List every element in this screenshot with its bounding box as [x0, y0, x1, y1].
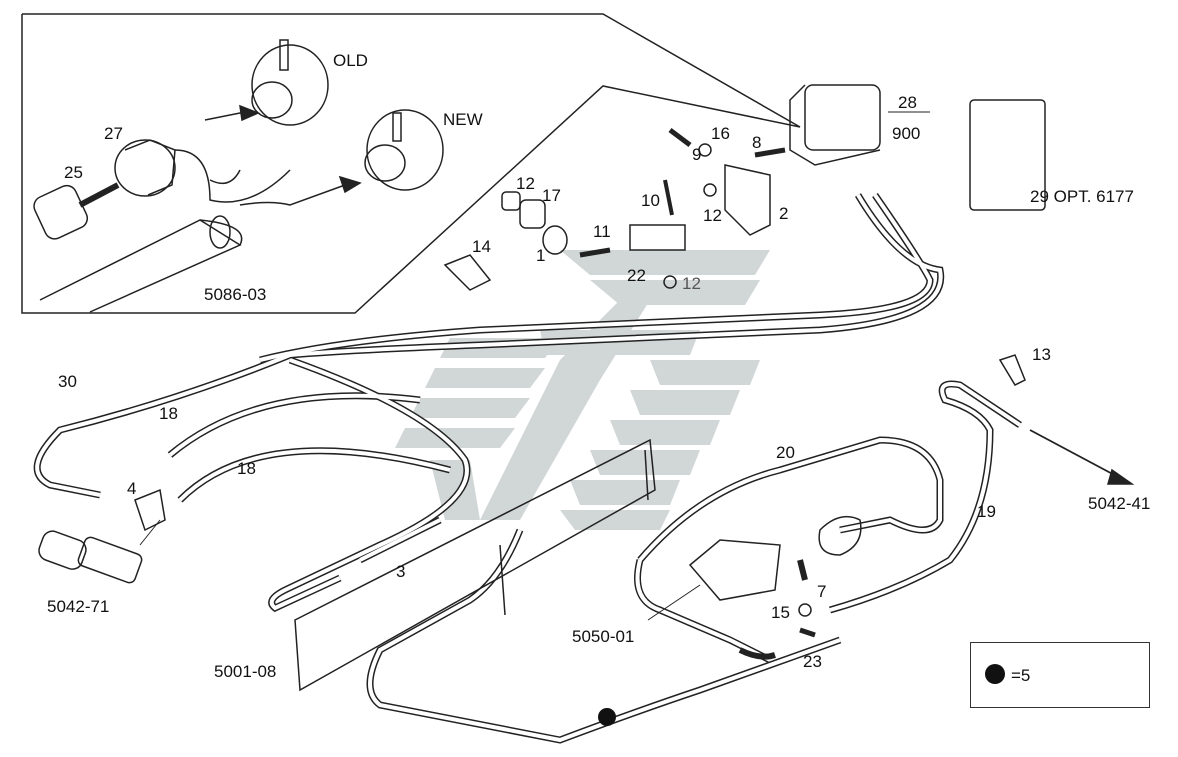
part-label-8: 8: [752, 133, 762, 152]
part-label-25: 25: [64, 163, 83, 182]
ref-label-5042-41: 5042-41: [1088, 494, 1151, 513]
ref-label-5050-01: 5050-01: [572, 627, 635, 646]
part-label-12-b: 12: [703, 206, 722, 225]
legend-text: =5: [1011, 666, 1031, 685]
parts-dot-marker: [598, 708, 616, 726]
part-label-11: 11: [593, 222, 611, 241]
part-label-30: 30: [58, 372, 77, 391]
part-label-23: 23: [803, 652, 822, 671]
part-label-9: 9: [692, 145, 702, 164]
part-label-29: 29 OPT. 6177: [1030, 187, 1134, 206]
legend-dot-icon: [985, 664, 1005, 684]
part-label-3: 3: [396, 562, 406, 581]
ref-label-5086-03: 5086-03: [204, 285, 267, 304]
part-label-27: 27: [104, 124, 123, 143]
part-label-19: 19: [977, 502, 996, 521]
watermark-logo: [395, 250, 770, 530]
part-label-15: 15: [771, 603, 790, 622]
part-label-13: 13: [1032, 345, 1051, 364]
part-label-12-a: 12: [516, 174, 535, 193]
callout-frames: [21, 13, 801, 314]
part-label-12-c: 12: [682, 274, 701, 293]
ignition-lock-detail: [33, 39, 444, 313]
frame-plate: [294, 438, 656, 692]
part-label-28: 28: [898, 93, 917, 112]
part-label-4: 4: [127, 479, 137, 498]
part-label-7: 7: [817, 582, 827, 601]
leader-lines: [139, 111, 930, 621]
tubing-inner: [35, 193, 1022, 743]
label-new: NEW: [443, 110, 483, 129]
hardware-pieces: [443, 84, 1046, 386]
ref-label-5001-08: 5001-08: [214, 662, 277, 681]
part-label-22: 22: [627, 266, 646, 285]
part-label-2: 2: [779, 204, 789, 223]
part-label-17: 17: [542, 186, 561, 205]
part-label-10: 10: [641, 191, 660, 210]
part-label-20: 20: [776, 443, 795, 462]
label-old: OLD: [333, 51, 368, 70]
valve-assemblies: [38, 429, 1135, 660]
part-label-18-a: 18: [159, 404, 178, 423]
legend-box: =5: [970, 642, 1150, 708]
part-label-900: 900: [892, 124, 921, 143]
part-label-16: 16: [711, 124, 730, 143]
ref-label-5042-71: 5042-71: [47, 597, 110, 616]
part-label-14: 14: [472, 237, 491, 256]
part-label-18-b: 18: [237, 459, 256, 478]
part-label-1: 1: [536, 246, 546, 265]
